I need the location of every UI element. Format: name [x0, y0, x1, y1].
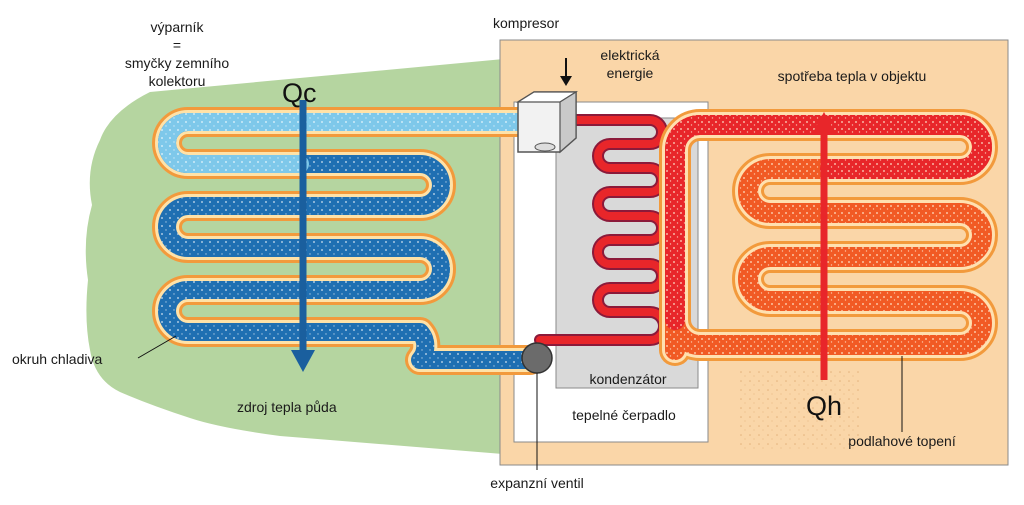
floor-heating-loops: [659, 109, 998, 366]
expansion-valve-icon: [521, 342, 553, 374]
qh-label: Qh: [806, 391, 842, 421]
electric-arrow-icon: [560, 58, 572, 86]
heat-pump-label: tepelné čerpadlo: [572, 407, 676, 423]
electric-energy-label-2: energie: [607, 65, 654, 81]
refrigerant-circuit-label: okruh chladiva: [12, 351, 102, 367]
sand-texture: [740, 370, 860, 450]
heat-source-label: zdroj tepla půda: [237, 399, 337, 415]
electric-energy-label-1: elektrická: [600, 47, 659, 63]
qc-label: Qc: [282, 78, 317, 108]
evaporator-label-1: výparník: [151, 19, 205, 35]
evaporator-label-3: smyčky zemního: [125, 55, 229, 71]
condenser-label: kondenzátor: [589, 371, 666, 387]
floor-heating-label: podlahové topení: [848, 433, 956, 449]
qh-arrow-icon: [812, 112, 836, 380]
compressor-label: kompresor: [493, 15, 559, 31]
ground-collector-loops: [152, 107, 545, 375]
heat-use-label: spotřeba tepla v objektu: [778, 68, 927, 84]
compressor-icon: [515, 90, 579, 154]
qc-arrow-icon: [291, 100, 315, 372]
evaporator-label-4: kolektoru: [149, 73, 206, 89]
refrigerant-leader-line: [137, 335, 177, 359]
expansion-valve-label: expanzní ventil: [490, 475, 583, 491]
evaporator-label-2: =: [173, 37, 181, 53]
